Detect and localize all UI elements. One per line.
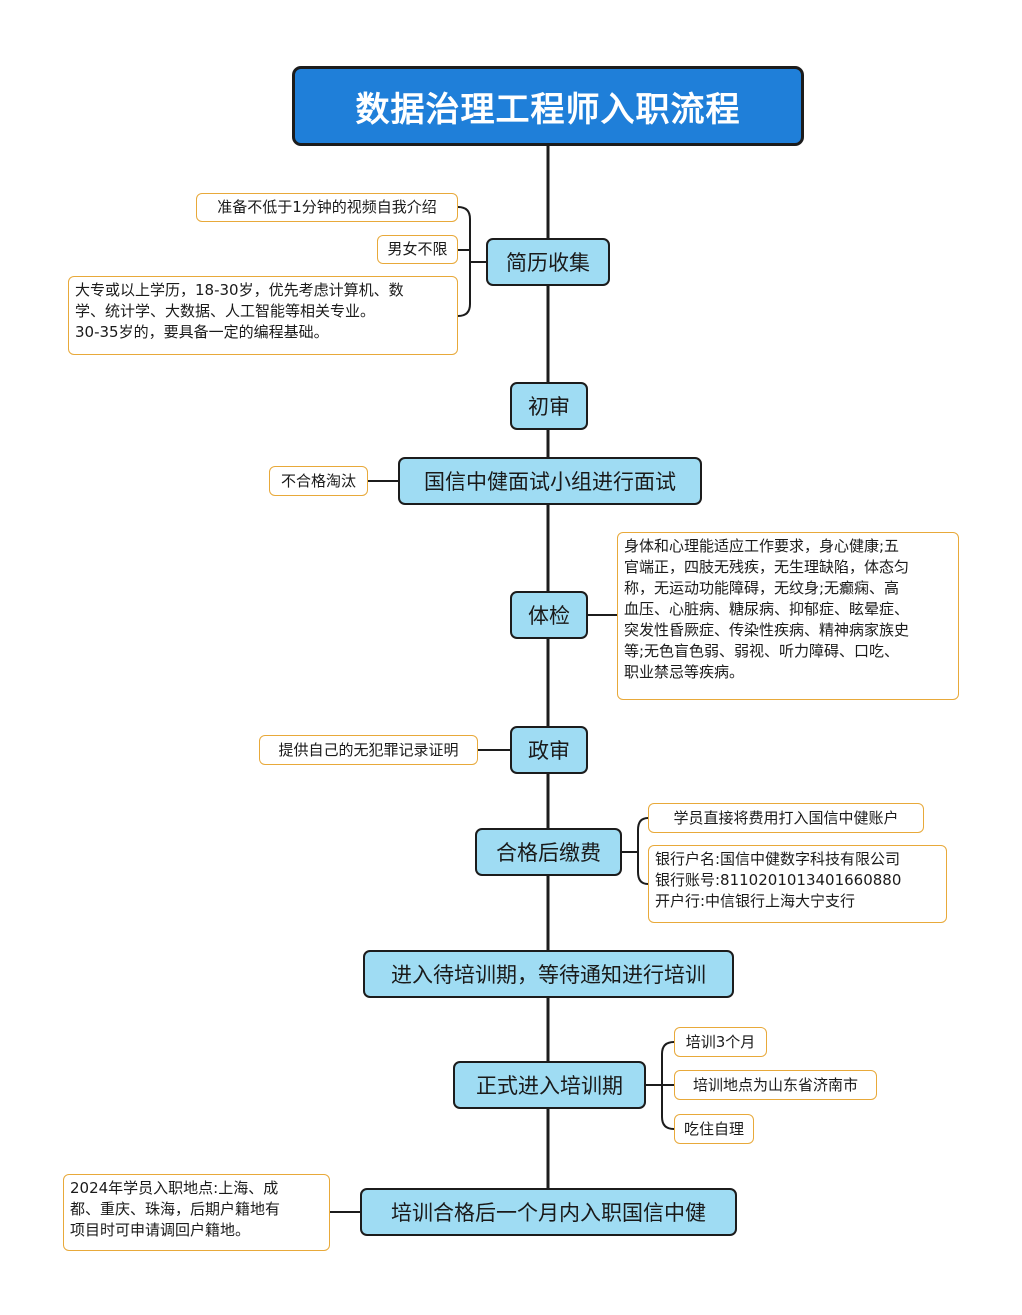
note-training-duration: 培训3个月: [674, 1027, 767, 1057]
note-payment-direct: 学员直接将费用打入国信中健账户: [648, 803, 924, 833]
note-interview-fail: 不合格淘汰: [269, 466, 368, 496]
note-gender: 男女不限: [377, 235, 458, 264]
note-health-requirements: 身体和心理能适应工作要求，身心健康;五 官端正，四肢无残疾，无生理缺陷，体态匀 …: [617, 532, 959, 700]
step-formal-training: 正式进入培训期: [453, 1061, 646, 1109]
step-preliminary-review: 初审: [510, 382, 588, 430]
step-physical-exam: 体检: [510, 591, 588, 639]
step-interview: 国信中健面试小组进行面试: [398, 457, 702, 505]
note-criminal-record: 提供自己的无犯罪记录证明: [259, 735, 478, 765]
page-title: 数据治理工程师入职流程: [292, 66, 804, 146]
note-onboard-locations: 2024年学员入职地点:上海、成 都、重庆、珠海，后期户籍地有 项目时可申请调回…: [63, 1174, 330, 1251]
step-payment: 合格后缴费: [475, 828, 622, 876]
step-political-review: 政审: [510, 726, 588, 774]
step-waiting-training: 进入待培训期，等待通知进行培训: [363, 950, 734, 998]
note-bank-details: 银行户名:国信中健数字科技有限公司 银行账号:81102010134016608…: [648, 845, 947, 923]
step-resume-collection: 简历收集: [486, 238, 610, 286]
note-training-location: 培训地点为山东省济南市: [674, 1070, 877, 1100]
note-video-intro: 准备不低于1分钟的视频自我介绍: [196, 193, 458, 222]
note-education: 大专或以上学历，18-30岁，优先考虑计算机、数 学、统计学、大数据、人工智能等…: [68, 276, 458, 355]
note-room-board: 吃住自理: [674, 1114, 754, 1144]
step-onboarding: 培训合格后一个月内入职国信中健: [360, 1188, 737, 1236]
